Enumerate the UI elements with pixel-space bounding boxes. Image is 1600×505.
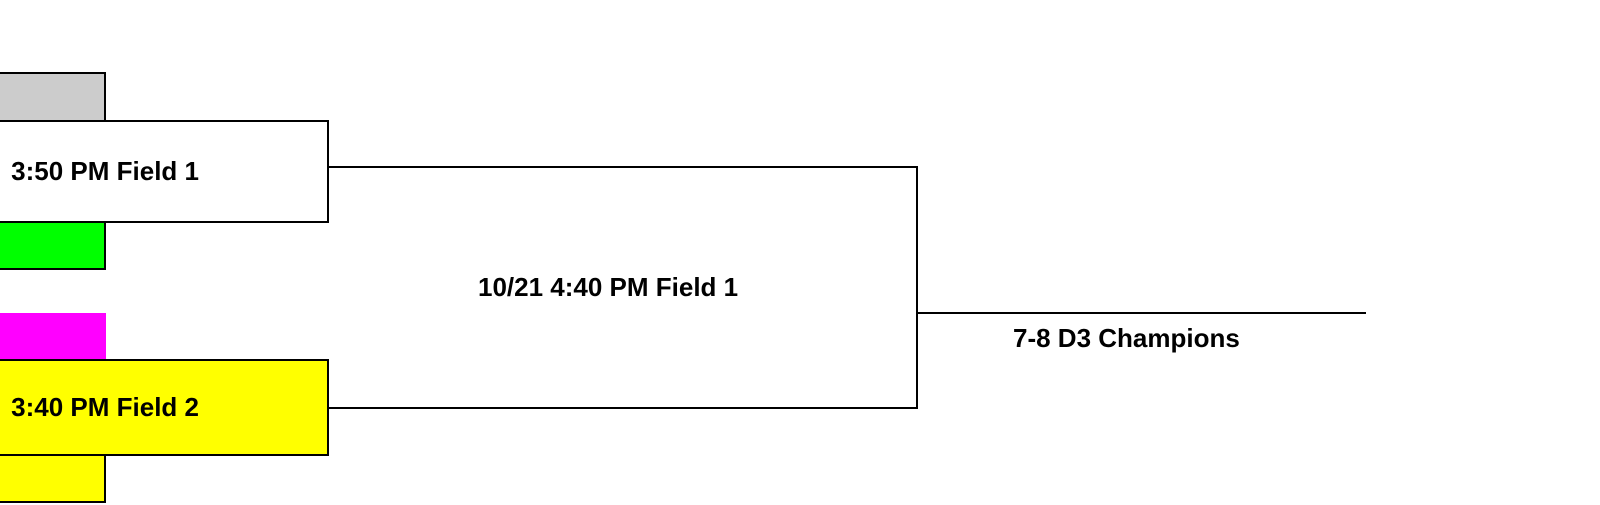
team-slot-top-2 [0, 216, 106, 270]
connector-top [329, 166, 918, 313]
semifinal-bottom-box: 3:40 PM Field 2 [0, 359, 329, 456]
semifinal-bottom-label: 3:40 PM Field 2 [11, 392, 199, 422]
semifinal-top-box: 3:50 PM Field 1 [0, 120, 329, 223]
final-match-label: 10/21 4:40 PM Field 1 [478, 272, 739, 302]
semifinal-top-label: 3:50 PM Field 1 [11, 156, 199, 186]
connector-bottom [329, 313, 918, 409]
team-slot-bottom-2 [0, 452, 106, 503]
champion-label: 7-8 D3 Champions [1013, 323, 1240, 353]
